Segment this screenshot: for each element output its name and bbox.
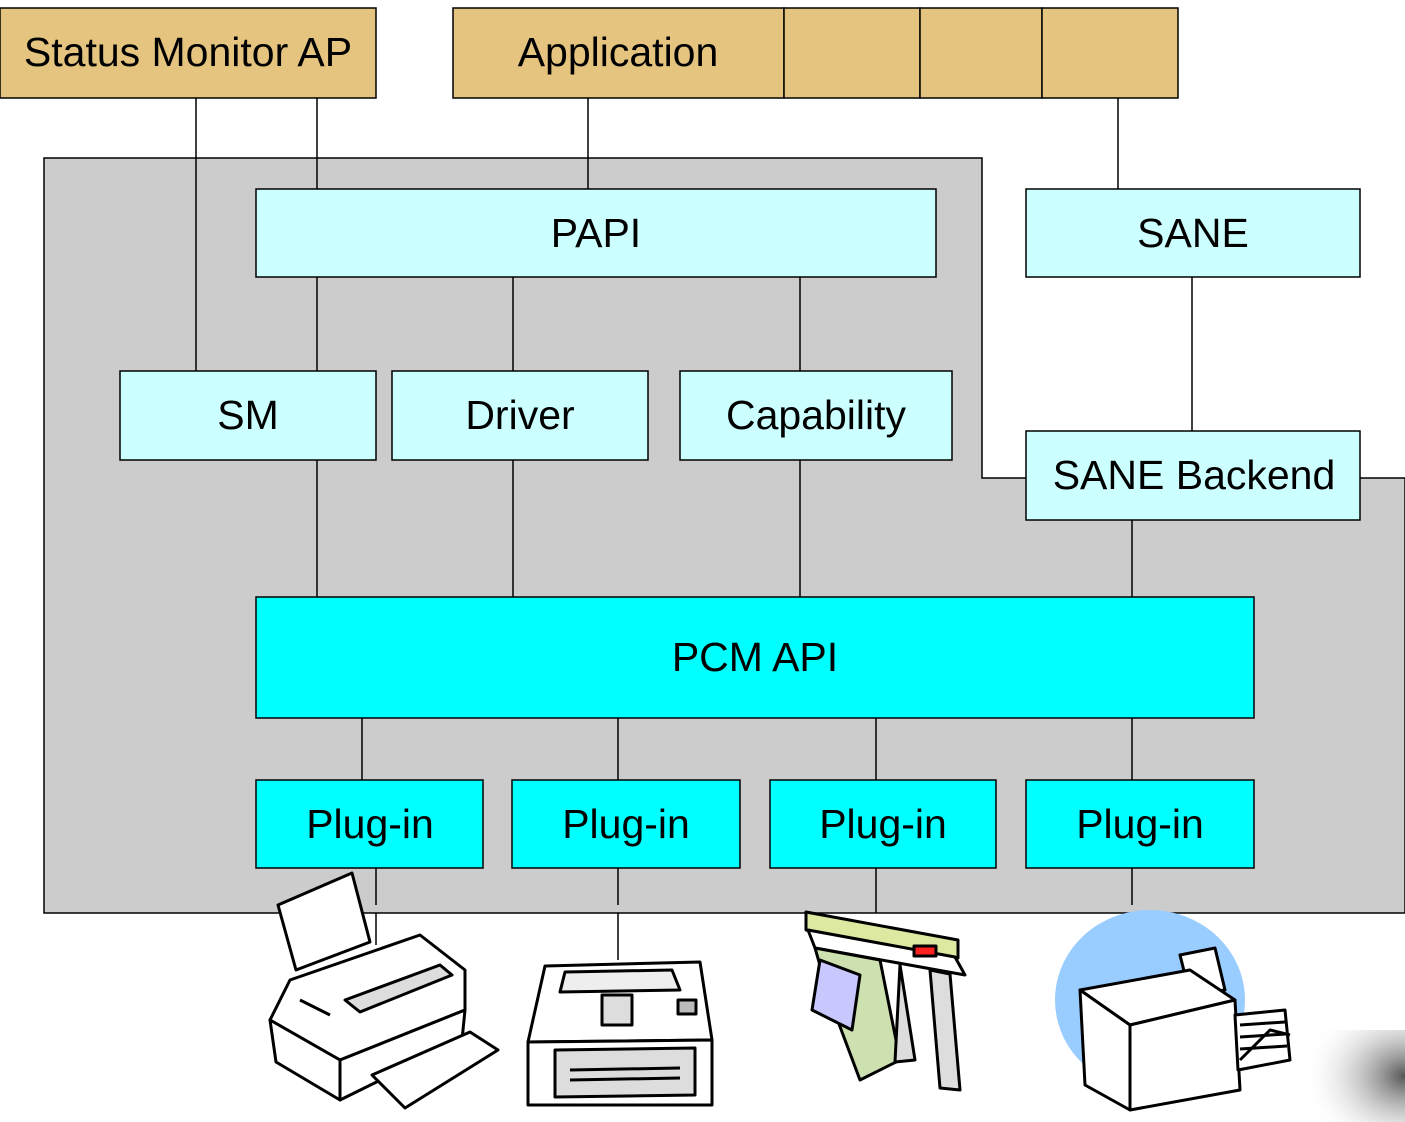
plugin-label-1: Plug-in — [306, 801, 434, 847]
plugin-label-4: Plug-in — [1076, 801, 1204, 847]
pcm-api-box: PCM API — [255, 596, 1255, 719]
plugin-box-1: Plug-in — [255, 779, 484, 869]
system-panel — [43, 157, 1405, 914]
laser-printer-icon — [526, 960, 714, 1107]
sm-label: SM — [217, 392, 279, 438]
plugin-box-3: Plug-in — [769, 779, 997, 869]
status-monitor-ap-box: Status Monitor AP — [0, 7, 377, 99]
application-slot-1 — [783, 7, 921, 99]
capability-label: Capability — [726, 392, 907, 438]
copier-scanner-icon — [1055, 910, 1292, 1112]
application-slot-2 — [919, 7, 1043, 99]
inkjet-printer-icon — [268, 871, 500, 1110]
application-slot-3 — [1041, 7, 1179, 99]
plugin-box-4: Plug-in — [1025, 779, 1255, 869]
plugin-box-2: Plug-in — [511, 779, 741, 869]
sane-backend-box: SANE Backend — [1025, 430, 1361, 521]
status-monitor-ap-label: Status Monitor AP — [24, 29, 352, 75]
papi-label: PAPI — [551, 210, 641, 256]
driver-box: Driver — [391, 370, 649, 461]
application-label: Application — [518, 29, 719, 75]
plugin-label-3: Plug-in — [819, 801, 947, 847]
shadow-decoration — [1290, 1030, 1405, 1122]
capability-box: Capability — [679, 370, 953, 461]
pcm-api-label: PCM API — [672, 634, 838, 680]
sane-box: SANE — [1025, 188, 1361, 278]
plotter-icon — [804, 910, 967, 1092]
plugin-label-2: Plug-in — [562, 801, 690, 847]
connectors — [195, 98, 1193, 960]
application-box: Application — [452, 7, 1179, 99]
driver-label: Driver — [465, 392, 574, 438]
sane-label: SANE — [1137, 210, 1249, 256]
sm-box: SM — [119, 370, 377, 461]
sane-backend-label: SANE Backend — [1053, 452, 1336, 498]
papi-box: PAPI — [255, 188, 937, 278]
